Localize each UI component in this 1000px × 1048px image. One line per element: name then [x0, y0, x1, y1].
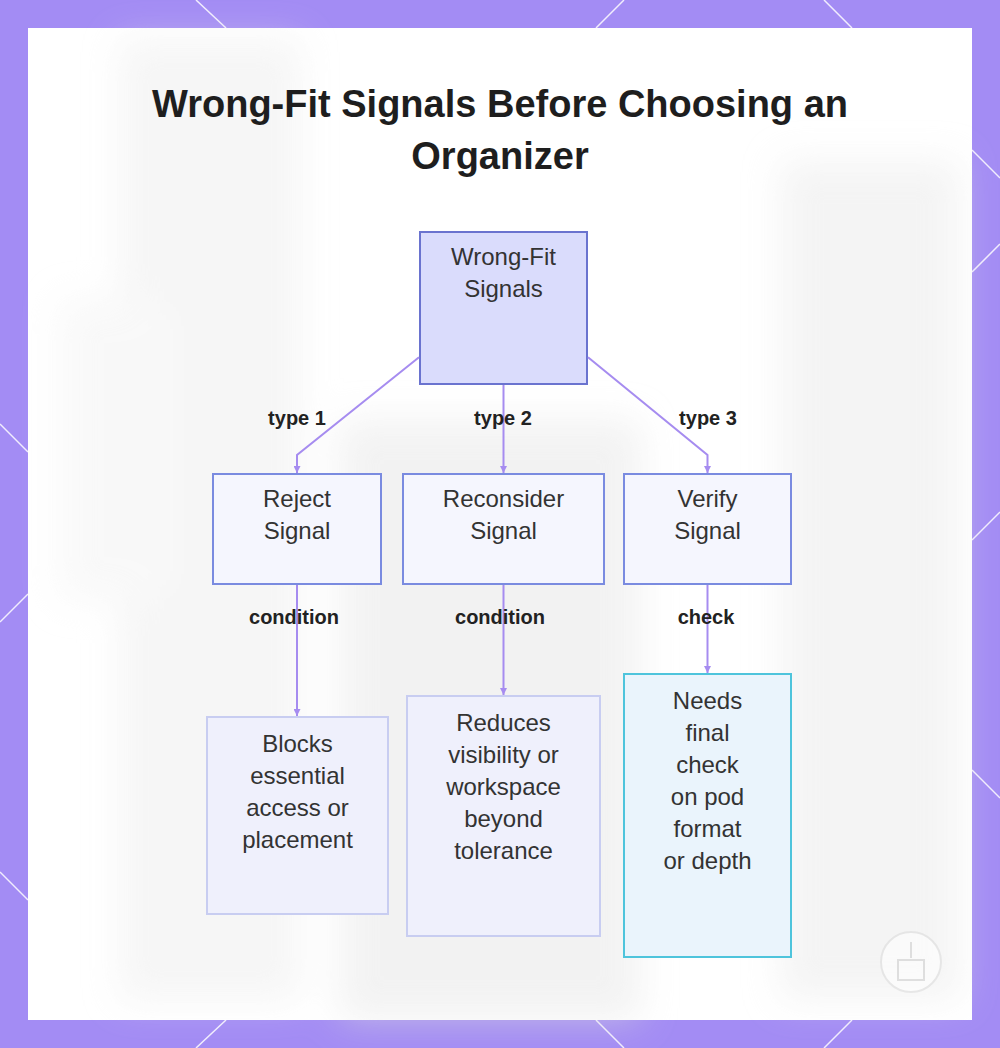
- pattern-line: [972, 150, 1000, 178]
- edge-label: type 3: [679, 407, 737, 430]
- pattern-line: [0, 872, 28, 900]
- node-text: Reconsider Signal: [434, 483, 573, 547]
- edge-label: condition: [249, 606, 339, 629]
- node-text: Wrong-Fit Signals: [441, 241, 566, 305]
- node-text: Needs final check on pod format or depth: [660, 685, 755, 877]
- condition-box: Reduces visibility or workspace beyond t…: [406, 695, 601, 937]
- connector-arrow: [707, 585, 709, 673]
- pattern-line: [972, 770, 1000, 798]
- condition-box: Blocks essential access or placement: [206, 716, 389, 915]
- node-text: Verify Signal: [655, 483, 760, 547]
- logo-watermark: [881, 932, 941, 992]
- edge-label: condition: [455, 606, 545, 629]
- category-box: Verify Signal: [623, 473, 792, 585]
- pattern-line: [596, 0, 624, 28]
- pattern-line: [596, 1020, 624, 1048]
- category-box: Reject Signal: [212, 473, 382, 585]
- check-box: Needs final check on pod format or depth: [623, 673, 792, 958]
- connector-arrow: [296, 585, 298, 716]
- connector-arrow: [503, 585, 505, 695]
- category-box: Reconsider Signal: [402, 473, 605, 585]
- connector-arrow: [503, 385, 505, 473]
- pattern-line: [824, 0, 852, 28]
- root-box: Wrong-Fit Signals: [419, 231, 588, 385]
- diagram-title: Wrong-Fit Signals Before Choosing an Org…: [110, 78, 890, 182]
- pattern-line: [0, 594, 28, 622]
- logo-shape: [898, 960, 924, 980]
- node-text: Reject Signal: [244, 483, 350, 547]
- pattern-line: [972, 244, 1000, 272]
- pattern-line: [196, 1020, 226, 1048]
- edge-label: type 1: [268, 407, 326, 430]
- edge-label: type 2: [474, 407, 532, 430]
- node-text: Blocks essential access or placement: [234, 728, 361, 856]
- node-text: Reduces visibility or workspace beyond t…: [433, 707, 574, 867]
- edge-label: check: [678, 606, 735, 629]
- logo-shape: [910, 942, 912, 958]
- pattern-line: [972, 512, 1000, 540]
- pattern-line: [824, 1020, 852, 1048]
- logo-circle: [881, 932, 941, 992]
- inner-panel: [28, 28, 972, 1020]
- pattern-line: [0, 424, 28, 452]
- panel-veil: [28, 28, 972, 1020]
- pattern-line: [196, 0, 226, 28]
